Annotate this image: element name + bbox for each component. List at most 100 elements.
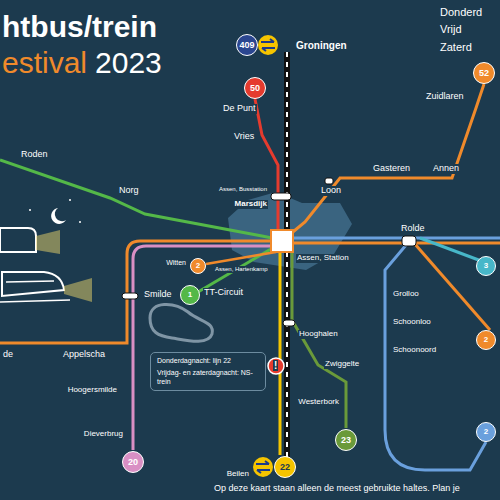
stop-name: Dieverbrug (83, 430, 124, 439)
stop-name: ! (273, 360, 278, 371)
route-number: 1 (188, 291, 192, 299)
stop-name: Zuidlaren (425, 92, 465, 102)
stop-marker (402, 236, 416, 246)
route-number-circle: 1 (180, 285, 200, 305)
route-number-circle: 409 (236, 34, 258, 56)
route-number-circle: 2 (190, 258, 206, 274)
pink-bus-line (133, 246, 276, 450)
moon (51, 208, 66, 224)
stop-marker (325, 178, 333, 184)
stop-name: de (2, 350, 14, 360)
orange-bus-line (288, 242, 500, 245)
star (29, 209, 31, 211)
route-number: 2 (484, 428, 488, 436)
stop-name: Gasteren (372, 164, 411, 174)
stop-name: Westerbork (297, 398, 340, 407)
route-number: 409 (239, 41, 254, 50)
day-note: Zaterd (440, 41, 472, 53)
route-number: 2 (484, 336, 488, 344)
stop-name: Schoonloo (392, 318, 432, 327)
stop-name: Zwiggelte (324, 360, 360, 369)
stop-name: Hoogersmilde (67, 386, 118, 395)
hub-marker (271, 230, 293, 252)
route-number-circle: 2 (476, 422, 496, 442)
green-bus-line (0, 160, 282, 240)
route-number-circle: 50 (244, 77, 266, 99)
headlight-beam (36, 230, 60, 254)
orange-bus-line (288, 84, 484, 236)
red-bus-line (255, 99, 278, 240)
stop-marker (122, 293, 138, 299)
route-number: 52 (479, 69, 489, 78)
blue-bus-line (385, 238, 486, 470)
route-number: 50 (250, 84, 260, 93)
blue-bus-line (288, 237, 500, 240)
stop-marker (283, 320, 295, 326)
train-icon (2, 272, 64, 296)
stop-name: Norg (118, 186, 140, 196)
route-number-circle: 3 (476, 256, 496, 276)
ns-arrows (261, 39, 275, 51)
warning-marker (268, 358, 284, 374)
stop-name: Assen, Hartenkamp (214, 266, 269, 273)
yellow-bus-line (279, 252, 282, 455)
route-number: 23 (341, 436, 351, 445)
stop-name: Assen, Station (296, 254, 350, 263)
stop-name: Roden (20, 150, 49, 160)
ns-logo (253, 457, 273, 477)
callout-box: Donderdagnacht: lijn 22 Vrijdag- en zater… (150, 352, 266, 391)
rail-line (284, 52, 290, 458)
orange-bus-line (414, 243, 490, 330)
callout-text: Vrijdag- en zaterdagnacht: NS-trein (157, 369, 259, 387)
route-number-circle: 52 (473, 62, 495, 84)
day-note: Donderd (440, 6, 482, 18)
title-part: 2023 (95, 46, 162, 79)
route-number-circle: 2 (476, 330, 496, 350)
stop-name: Beilen (226, 470, 250, 479)
ns-logo (258, 35, 278, 55)
route-number: 20 (128, 458, 138, 467)
orange-local-line (206, 252, 276, 264)
route-number: 2 (196, 262, 200, 270)
cyan-bus-line (420, 238, 484, 262)
stop-name: TT-Circuit (203, 288, 244, 298)
stop-name: Grolloo (392, 290, 420, 299)
route-number: 3 (484, 262, 488, 270)
stop-name: Smilde (143, 290, 173, 300)
stop-name: Hooghalen (298, 330, 339, 339)
day-note: Vrijd (440, 23, 462, 35)
stop-name: Loon (320, 186, 342, 196)
stop-name: Vries (233, 132, 255, 142)
stop-name: Schoonoord (392, 346, 437, 355)
tt-circuit-track (150, 304, 212, 341)
star (69, 199, 71, 201)
rail-line-dash (286, 52, 288, 458)
train-window-line (6, 281, 54, 282)
map-title: htbus/trein (2, 10, 157, 43)
map-caption: Op deze kaart staan alleen de meest gebr… (214, 484, 460, 494)
olive-bus-line (292, 252, 346, 428)
stop-name: De Punt (222, 104, 257, 114)
callout-text: Donderdagnacht: lijn 22 (157, 357, 259, 366)
stop-name: Witten (165, 259, 187, 267)
stop-name: Annen (432, 164, 460, 174)
route-number-circle: 22 (274, 456, 296, 478)
train-track (0, 300, 70, 302)
stop-name: Marsdijk (234, 200, 268, 209)
stop-name: Appelscha (62, 350, 106, 360)
stop-name: Rolde (400, 224, 426, 234)
route-number-circle: 20 (122, 451, 144, 473)
star (79, 221, 81, 223)
title-part: estival (2, 46, 87, 79)
stop-marker (271, 193, 291, 200)
stop-name: Assen, Busstation (218, 186, 268, 193)
green-bus-line (198, 246, 276, 292)
route-number: 22 (280, 463, 290, 472)
bus-icon (0, 228, 36, 252)
stop-name: Groningen (295, 40, 348, 51)
orange-bus-line (0, 241, 276, 343)
headlight-beam (64, 278, 92, 302)
ns-arrows (256, 461, 270, 473)
route-number-circle: 23 (335, 429, 357, 451)
